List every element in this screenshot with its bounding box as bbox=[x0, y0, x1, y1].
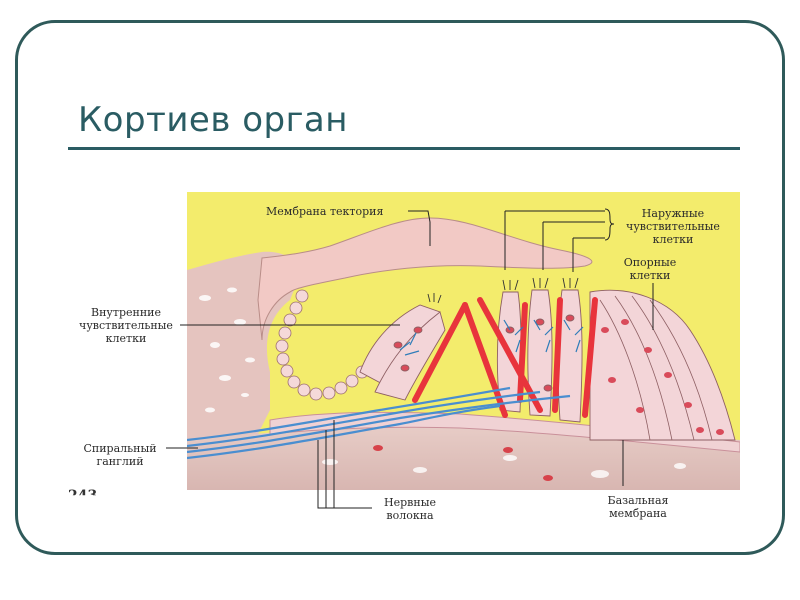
label-nerve-fibers-line2: волокна bbox=[386, 509, 434, 522]
label-supporting-cells-line2: клетки bbox=[629, 269, 671, 282]
label-tectorial-membrane: Мембрана тектория bbox=[266, 205, 384, 218]
label-inner-hair-cells-line1: Внутренние bbox=[90, 306, 162, 319]
label-spiral-ganglion-line1: Спиральный bbox=[83, 442, 157, 455]
label-basilar-membrane-line1: Базальная bbox=[607, 494, 669, 507]
label-outer-hair-cells-line3: клетки bbox=[652, 233, 694, 246]
slide-title: Кортиев орган bbox=[78, 100, 348, 140]
label-basilar-membrane-line2: мембрана bbox=[609, 507, 667, 520]
title-underline bbox=[68, 147, 740, 150]
leader-lines bbox=[166, 208, 654, 509]
label-basilar-membrane: Базальная мембрана bbox=[598, 494, 678, 520]
basilar-membrane bbox=[269, 411, 740, 453]
label-outer-hair-cells: Наружные чувствительные клетки bbox=[618, 207, 728, 246]
tectorial-membrane bbox=[257, 217, 593, 341]
label-spiral-ganglion-line2: ганглий bbox=[96, 455, 144, 468]
label-inner-hair-cells-line2: чувствительные bbox=[79, 319, 173, 332]
label-inner-hair-cells-line3: клетки bbox=[105, 332, 147, 345]
label-supporting-cells: Опорные клетки bbox=[610, 256, 690, 282]
label-nerve-fibers-line1: Нервные bbox=[384, 496, 436, 509]
inner-hair-cells bbox=[359, 293, 446, 401]
nerve-fiber-bundle bbox=[187, 386, 571, 460]
label-inner-hair-cells: Внутренние чувствительные клетки bbox=[66, 306, 186, 345]
label-supporting-cells-line1: Опорные bbox=[623, 256, 677, 269]
outer-hair-cells bbox=[496, 277, 583, 423]
page-number-fragment: 243 bbox=[68, 488, 97, 495]
label-outer-hair-cells-line2: чувствительные bbox=[626, 220, 720, 233]
label-outer-hair-cells-line1: Наружные bbox=[641, 207, 705, 220]
supporting-cells bbox=[589, 289, 736, 441]
label-nerve-fibers: Нервные волокна bbox=[370, 496, 450, 522]
label-spiral-ganglion: Спиральный ганглий bbox=[70, 442, 170, 468]
